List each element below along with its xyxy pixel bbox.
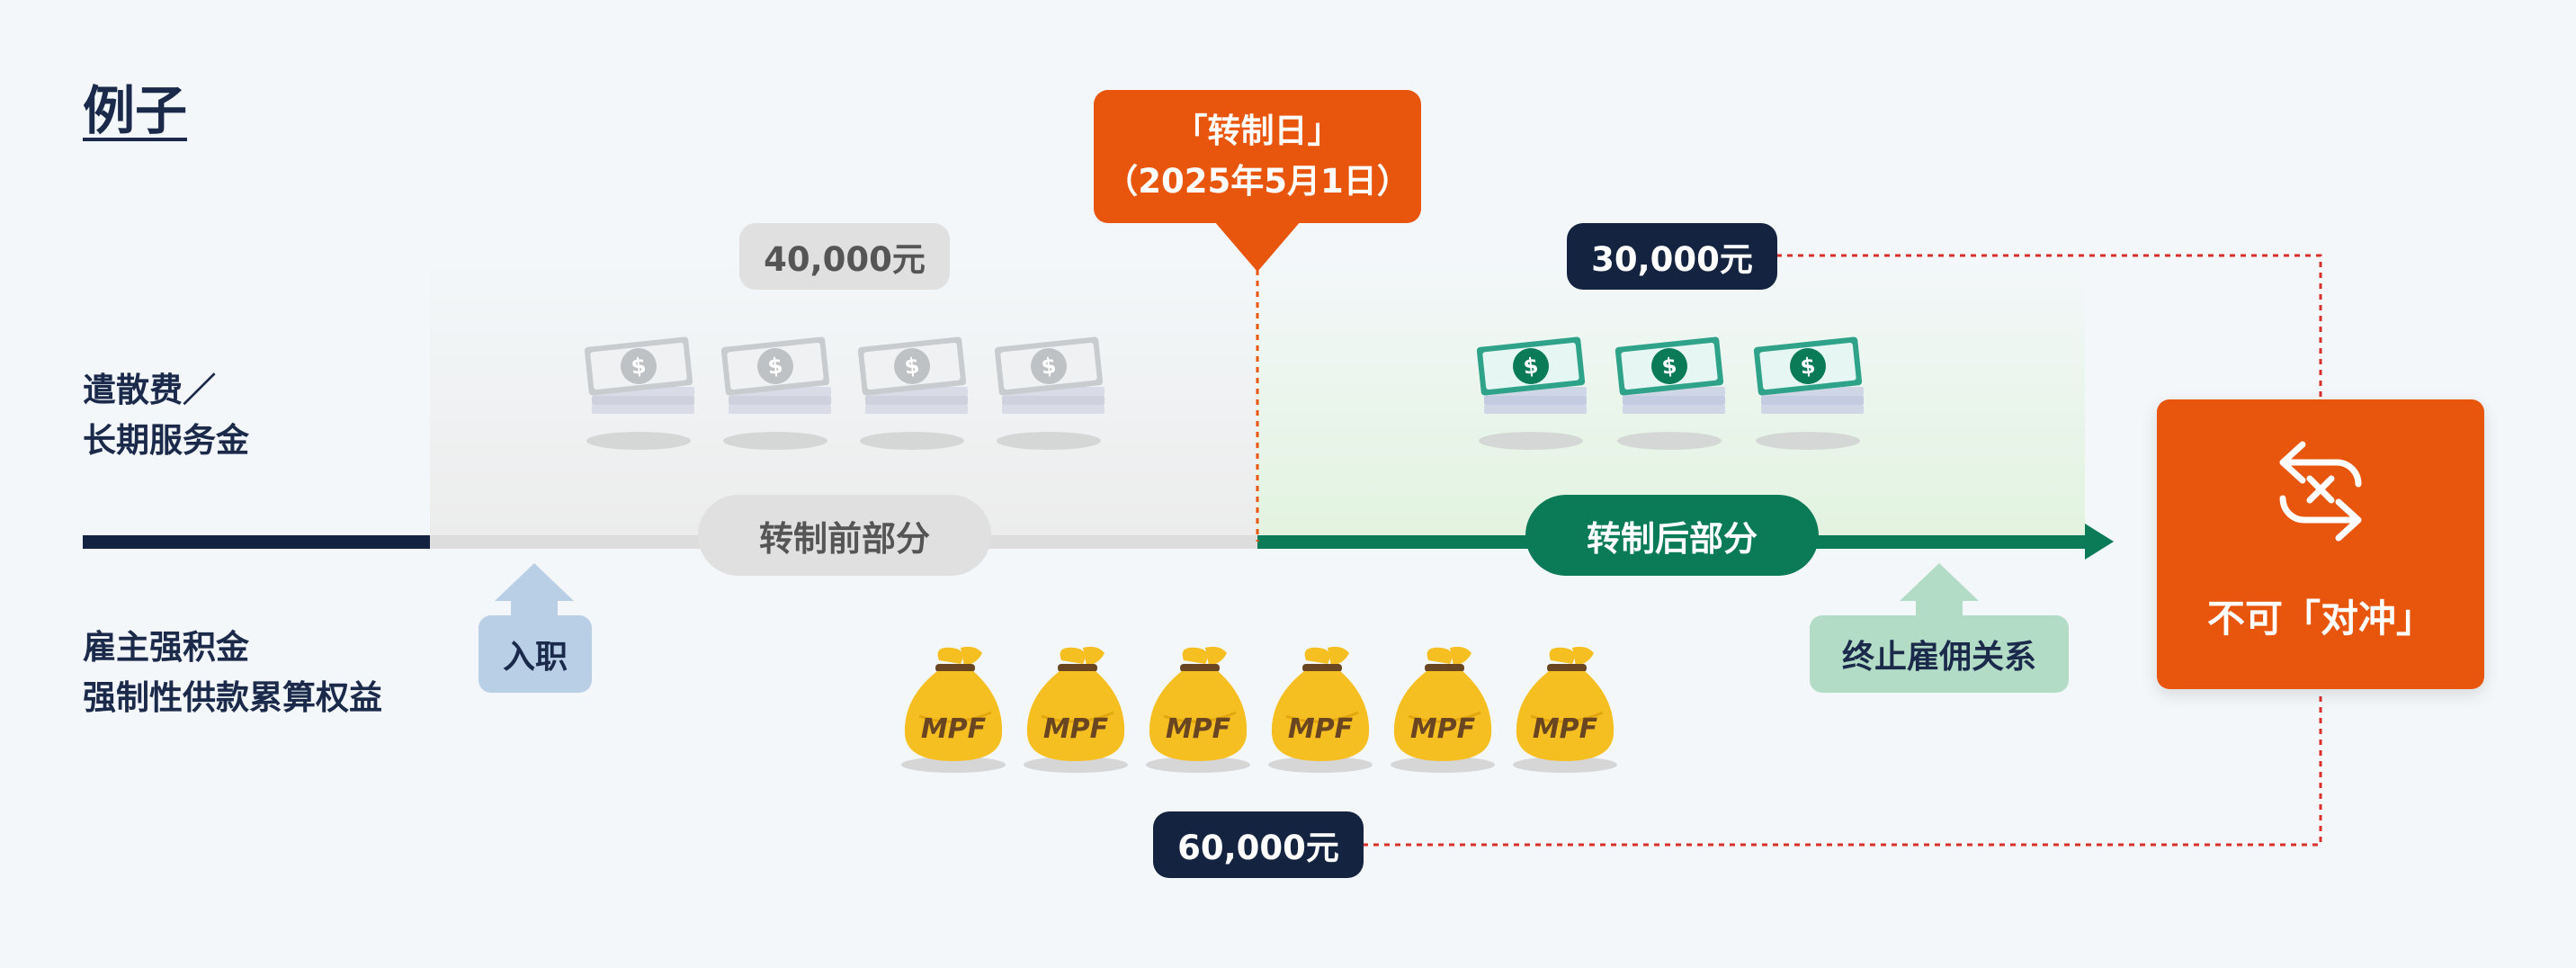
no-offset-icon [2279,441,2362,542]
severance-label-line2: 长期服务金 [83,421,249,460]
join-tag: 入职 [479,615,592,693]
banknote-stack-icon: $ [720,336,831,450]
post-amount-connector [1776,254,2322,399]
mpf-label-line1: 雇主强积金 [83,628,249,667]
banknote-stack-icon: $ [857,336,968,450]
mpf-amount-pill: 60,000元 [1153,811,1364,878]
mpf-bag-label: MPF [1043,713,1109,745]
mpf-bag-label: MPF [1166,713,1231,745]
post-phase-pill: 转制后部分 [1525,495,1819,576]
banknote-stack-icon: $ [1476,336,1587,450]
timeline-arrowhead [2085,524,2114,560]
conversion-date-pointer [1214,221,1301,272]
pre-amount-pill: 40,000元 [739,223,950,290]
mpf-bag-label: MPF [1288,713,1354,745]
mpf-label-line2: 强制性供款累算权益 [83,678,382,717]
svg-text:$: $ [1660,353,1678,380]
terminate-tag: 终止雇佣关系 [1810,615,2069,693]
svg-text:$: $ [1799,353,1817,380]
svg-text:$: $ [1522,353,1540,380]
banknote-stack-icon: $ [1614,336,1725,450]
severance-row-label: 遣散费／ 长期服务金 [83,365,249,466]
no-offset-box: 不可「对冲」 [2157,399,2484,689]
pre-phase-pill: 转制前部分 [698,495,991,576]
svg-text:$: $ [766,353,784,380]
mpf-amount-connector [1363,691,2322,847]
conversion-date-line1: 「转制日」 [1174,112,1341,150]
svg-text:$: $ [630,353,648,380]
svg-text:$: $ [1040,353,1058,380]
money-bag-icon: MPF [1391,646,1495,773]
money-bag-icon: MPF [1513,646,1617,773]
terminate-arrow [1900,563,1979,615]
banknote-stack-icon: $ [584,336,694,450]
money-bag-icon: MPF [1024,646,1128,773]
mpf-bag-label: MPF [1533,713,1598,745]
mpf-row-label: 雇主强积金 强制性供款累算权益 [83,623,382,723]
money-bag-icon: MPF [1268,646,1373,773]
severance-label-line1: 遣散费／ [83,371,216,409]
conversion-date-line2: （2025年5月1日） [1105,162,1410,201]
svg-text:$: $ [903,353,921,380]
timeline-before-join [83,535,430,549]
pre-period-shade [430,261,1257,540]
page-title: 例子 [83,80,188,141]
banknote-stack-icon: $ [994,336,1105,450]
join-arrow [495,563,574,615]
mpf-bag-label: MPF [921,713,987,745]
money-bag-icon: MPF [901,646,1006,773]
banknote-stack-icon: $ [1753,336,1864,450]
money-bag-icon: MPF [1146,646,1250,773]
mpf-bag-label: MPF [1410,713,1476,745]
no-offset-label: 不可「对冲」 [2206,596,2434,641]
post-amount-pill: 30,000元 [1567,223,1777,290]
conversion-date-callout: 「转制日」 （2025年5月1日） [1094,90,1421,223]
